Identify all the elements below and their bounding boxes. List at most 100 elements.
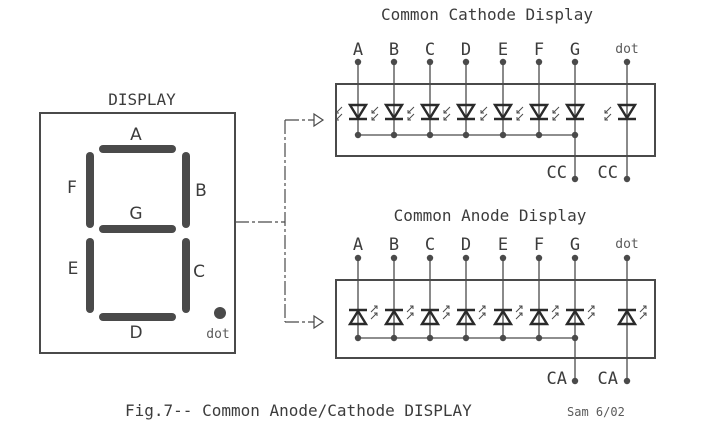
led-diode-icon [347, 308, 369, 326]
bus-junction [354, 131, 362, 139]
segment-dot [214, 307, 226, 319]
cc-title: Common Cathode Display [381, 5, 593, 24]
pin-label: E [498, 235, 508, 255]
light-ray-icon [516, 106, 524, 114]
figure-caption: Fig.7-- Common Anode/Cathode DISPLAY [125, 401, 472, 420]
bus-junction [499, 131, 507, 139]
bus-junction [535, 131, 543, 139]
arrow-head-icon [313, 314, 325, 330]
led-diode-icon [419, 308, 441, 326]
light-ray-icon [406, 305, 414, 313]
light-ray-arrowhead [335, 110, 339, 114]
light-ray-arrowhead [591, 305, 595, 309]
segment-label-f: F [67, 178, 77, 198]
pin-label: B [389, 235, 399, 255]
pin-label: B [389, 40, 399, 60]
light-ray-icon [335, 113, 343, 121]
pin-label: A [353, 40, 363, 60]
author-signature: Sam 6/02 [567, 405, 625, 419]
light-ray-arrowhead [516, 117, 520, 121]
light-ray-icon [406, 312, 414, 320]
light-ray-arrowhead [591, 312, 595, 316]
light-ray-icon [480, 113, 488, 121]
light-ray-arrowhead [446, 305, 450, 309]
segment-label-a: A [130, 125, 142, 145]
light-ray-icon [552, 106, 560, 114]
light-ray-icon [587, 312, 595, 320]
pin-column-c: C [407, 40, 441, 139]
light-ray-icon [371, 106, 379, 114]
light-ray-icon [604, 106, 612, 114]
light-ray-icon [480, 106, 488, 114]
bus-junction [426, 131, 434, 139]
segment-label-g: G [129, 204, 142, 224]
bus-junction [571, 334, 579, 342]
display-title: DISPLAY [108, 90, 176, 109]
ca-title: Common Anode Display [394, 206, 587, 225]
light-ray-icon [442, 312, 450, 320]
bus-junction [462, 131, 470, 139]
common-terminal [623, 175, 631, 183]
pin-label: E [498, 40, 508, 60]
light-ray-icon [478, 312, 486, 320]
seven-segment-display: DISPLAY A B C D E F G dot [39, 90, 236, 354]
light-ray-icon [516, 113, 524, 121]
light-ray-icon [587, 305, 595, 313]
pin-column-f: F [516, 40, 550, 139]
light-ray-arrowhead [480, 117, 484, 121]
bus-junction [390, 334, 398, 342]
led-diode-icon [347, 103, 369, 121]
light-ray-icon [443, 106, 451, 114]
ca-common-label: CA [547, 369, 567, 389]
light-ray-icon [407, 106, 415, 114]
bus-junction [354, 334, 362, 342]
light-ray-icon [515, 305, 523, 313]
light-ray-arrowhead [410, 312, 414, 316]
pin-label: dot [615, 237, 638, 252]
light-ray-arrowhead [604, 110, 608, 114]
pin-label: C [425, 40, 435, 60]
light-ray-arrowhead [480, 110, 484, 114]
light-ray-arrowhead [335, 117, 339, 121]
light-ray-arrowhead [410, 305, 414, 309]
pin-column-b: B [383, 235, 414, 342]
light-ray-icon [442, 305, 450, 313]
ca-common-label: CA [598, 369, 618, 389]
light-ray-icon [371, 113, 379, 121]
pin-column-g: G [564, 235, 595, 385]
light-ray-icon [551, 312, 559, 320]
light-ray-icon [443, 113, 451, 121]
light-ray-arrowhead [643, 312, 647, 316]
bus-junction [462, 334, 470, 342]
bus-junction [426, 334, 434, 342]
light-ray-arrowhead [374, 312, 378, 316]
light-ray-icon [370, 305, 378, 313]
light-ray-icon [639, 312, 647, 320]
display-frame [39, 112, 236, 354]
light-ray-arrowhead [371, 110, 375, 114]
pin-label: C [425, 235, 435, 255]
led-diode-icon [528, 103, 550, 121]
light-ray-arrowhead [604, 117, 608, 121]
connector [235, 112, 325, 330]
segment-label-b: B [195, 181, 207, 201]
pin-column-c: C [419, 235, 450, 342]
led-diode-icon [528, 308, 550, 326]
light-ray-arrowhead [555, 312, 559, 316]
bus-junction [390, 131, 398, 139]
light-ray-arrowhead [446, 312, 450, 316]
pin-column-d: D [443, 40, 477, 139]
ca-package-frame [335, 279, 656, 359]
pin-column-e: E [480, 40, 514, 139]
pin-label: A [353, 235, 363, 255]
cc-common-label: CC [598, 163, 618, 183]
led-diode-icon [383, 308, 405, 326]
light-ray-arrowhead [482, 305, 486, 309]
light-ray-arrowhead [516, 110, 520, 114]
light-ray-arrowhead [407, 110, 411, 114]
pin-column-b: B [371, 40, 405, 139]
segment-label-d: D [129, 323, 142, 343]
pin-column-dot: dot [615, 237, 647, 385]
